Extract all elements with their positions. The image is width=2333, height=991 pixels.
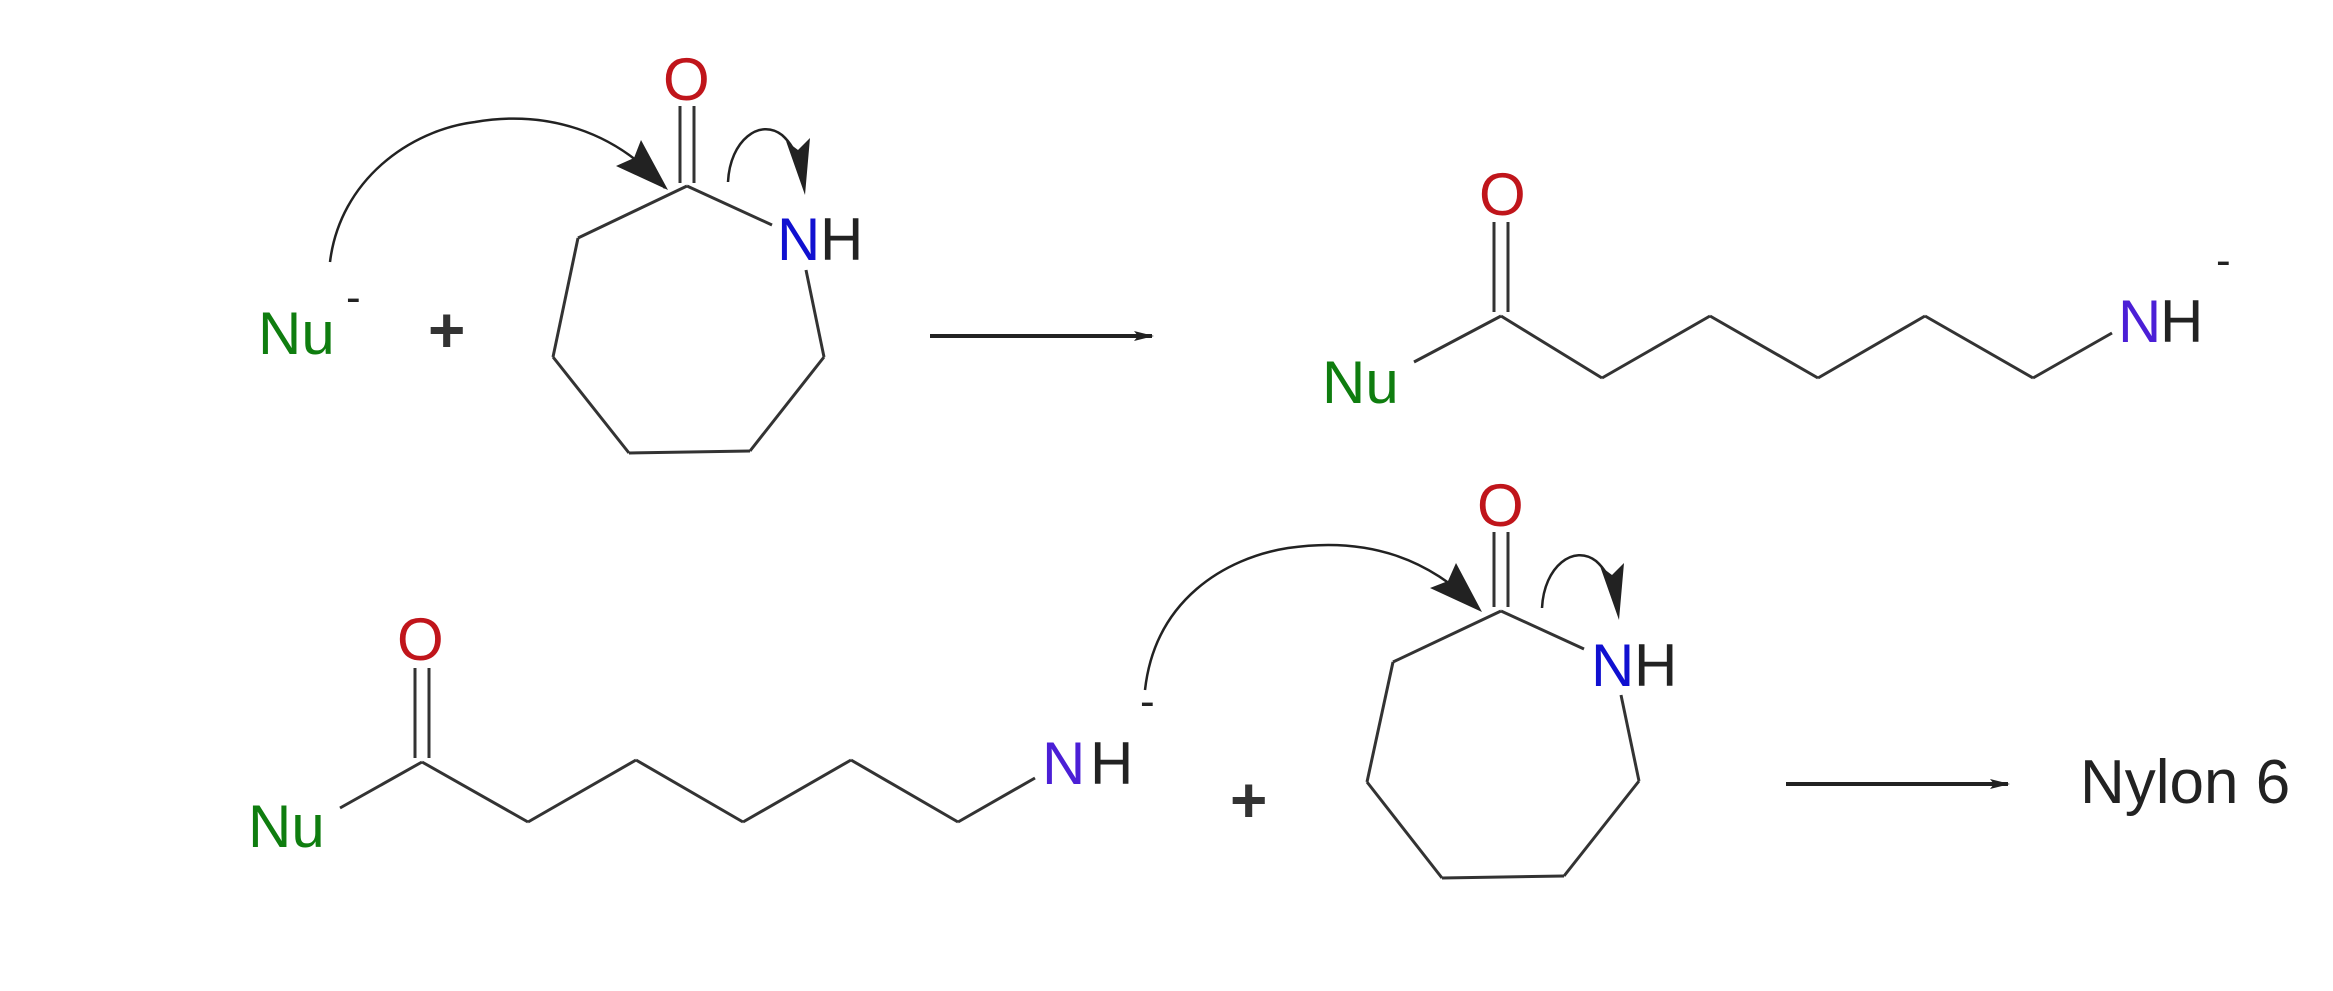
attack-arrowhead-2 <box>1430 563 1482 612</box>
plus-sign-2: + <box>1230 764 1267 836</box>
bond-cleavage-arrowhead-2 <box>1600 563 1624 620</box>
ring1-hydrogen: H <box>820 206 863 273</box>
row2-oxygen: O <box>397 606 444 673</box>
row2-hydrogen: H <box>1090 730 1133 797</box>
product1-hydrogen: H <box>2160 288 2203 355</box>
plus-sign-1: + <box>428 294 465 366</box>
row2-reactant-chain <box>339 668 1036 824</box>
row2-charge: - <box>1140 677 1155 726</box>
product1-nucleophile: Nu <box>1322 349 1399 416</box>
ring1-oxygen: O <box>663 46 710 113</box>
product-name-nylon6: Nylon 6 <box>2080 748 2290 817</box>
caprolactam-ring-2 <box>1365 532 1641 880</box>
bond-cleavage-arrow-2 <box>1540 554 1616 609</box>
attack-arrowhead-1 <box>616 140 668 190</box>
ring2-nitrogen: N <box>1591 632 1634 699</box>
caprolactam-ring-1 <box>551 106 826 455</box>
ring1-nitrogen: N <box>777 206 820 273</box>
ring2-hydrogen: H <box>1634 632 1677 699</box>
product1-charge: - <box>2216 236 2231 285</box>
bond-cleavage-arrowhead-1 <box>786 138 810 195</box>
ring2-oxygen: O <box>1477 472 1524 539</box>
product-1-chain <box>1413 222 2113 380</box>
bond-cleavage-arrow-1 <box>726 128 802 183</box>
nucleophile-charge: - <box>346 273 361 322</box>
row2-nucleophile: Nu <box>248 793 325 860</box>
product1-nitrogen: N <box>2118 288 2161 355</box>
attack-arrow-1 <box>328 117 666 263</box>
nucleophile-label: Nu <box>258 300 335 367</box>
attack-arrow-2 <box>1143 543 1479 691</box>
product1-oxygen: O <box>1479 161 1526 228</box>
row2-nitrogen: N <box>1042 730 1085 797</box>
